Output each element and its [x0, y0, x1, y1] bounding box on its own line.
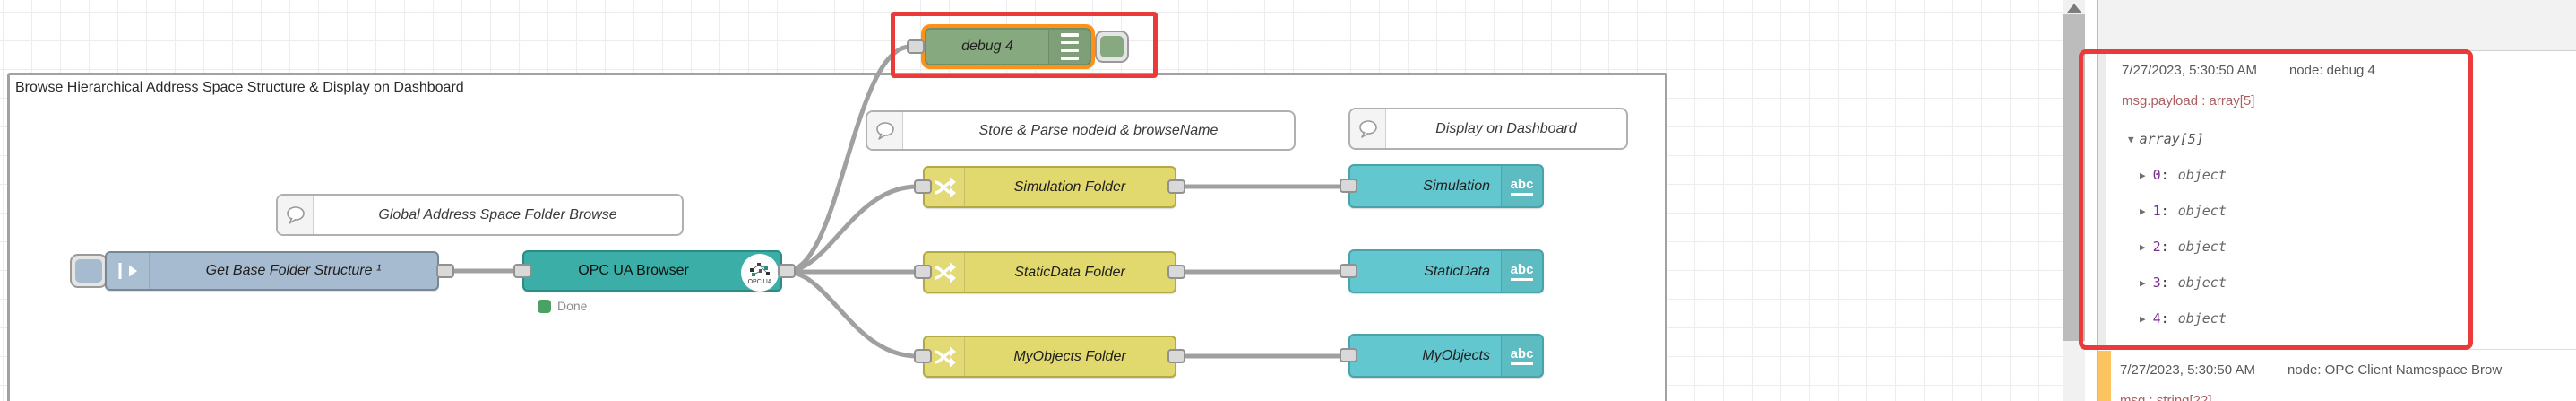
scrollbar-up-arrow[interactable] [2067, 4, 2081, 13]
opc-ua-icon-caption: OPC UA [747, 278, 772, 285]
wire-layer [443, 44, 1347, 359]
comment-label: Display on Dashboard [1435, 120, 1577, 136]
text-input-port[interactable] [1340, 179, 1357, 193]
debug-message-source-node: node: debug 4 [2288, 63, 2375, 78]
opc-ua-browser-node[interactable]: OPC UA Browser OPC UA [522, 250, 782, 292]
switch-input-port[interactable] [914, 265, 932, 279]
comment-bubble-icon [278, 196, 314, 234]
wire-opc-to-debug[interactable] [784, 44, 913, 274]
debug-message-timestamp: 7/27/2023, 5:30:50 AM [2120, 362, 2255, 378]
debug-message[interactable]: 7/27/2023, 5:30:50 AM node: debug 4 msg.… [2098, 51, 2576, 350]
dashboard-text-node-staticdata[interactable]: StaticData abc [1348, 249, 1544, 293]
opc-ua-browser-label: OPC UA Browser [578, 263, 689, 278]
switch-input-port[interactable] [914, 179, 932, 194]
inject-node[interactable]: Get Base Folder Structure ¹ [105, 251, 439, 291]
dashboard-text-label: Simulation [1423, 178, 1490, 194]
collapsed-triangle-icon[interactable]: ▶ [2140, 313, 2146, 325]
debug-item-value: object [2177, 167, 2227, 183]
debug-sidebar: 7/27/2023, 5:30:50 AM node: debug 4 msg.… [2097, 0, 2576, 401]
debug-message[interactable]: 7/27/2023, 5:30:50 AM node: OPC Client N… [2098, 351, 2576, 401]
abc-text-icon: abc [1501, 166, 1542, 206]
switch-node-myobjects-folder[interactable]: MyObjects Folder [923, 336, 1176, 378]
collapsed-triangle-icon[interactable]: ▶ [2140, 277, 2146, 289]
debug-item-key: 2 [2152, 239, 2161, 255]
group-title: Browse Hierarchical Address Space Struct… [15, 80, 464, 95]
flow-canvas[interactable]: Browse Hierarchical Address Space Struct… [0, 0, 2063, 401]
switch-output-port[interactable] [1167, 179, 1185, 194]
inject-output-port[interactable] [436, 264, 454, 278]
wire-opc-to-myobjects-folder[interactable] [784, 269, 920, 359]
comment-bubble-icon [867, 112, 903, 149]
debug-sidebar-header [2098, 0, 2576, 51]
status-dot-icon [538, 299, 551, 313]
canvas-vertical-scrollbar[interactable] [2063, 0, 2085, 401]
debug-node-label: debug 4 [961, 39, 1013, 54]
collapsed-triangle-icon[interactable]: ▶ [2140, 241, 2146, 253]
debug-item-row[interactable]: ▶0:object [2140, 167, 2227, 183]
debug-item-row[interactable]: ▶1:object [2140, 203, 2227, 219]
opc-output-port[interactable] [778, 264, 796, 278]
debug-toggle-button-fill [1100, 36, 1124, 57]
inject-trigger-button[interactable] [70, 254, 108, 288]
debug-input-port[interactable] [907, 39, 925, 54]
debug-message-topic: msg.payload : array[5] [2122, 93, 2255, 109]
opc-node-status: Done [538, 299, 587, 313]
inject-arrow-icon [107, 253, 150, 289]
dashboard-text-node-simulation[interactable]: Simulation abc [1348, 164, 1544, 208]
inject-node-label: Get Base Folder Structure ¹ [205, 263, 382, 278]
debug-node[interactable]: debug 4 [925, 28, 1091, 65]
comment-node-global-address-space[interactable]: Global Address Space Folder Browse [276, 194, 684, 236]
collapsed-triangle-icon[interactable]: ▶ [2140, 170, 2146, 181]
comment-label: Store & Parse nodeId & browseName [978, 122, 1219, 138]
debug-message-meta: 7/27/2023, 5:30:50 AM node: OPC Client N… [2111, 351, 2576, 379]
annotation-rect-debug-message [2079, 49, 2473, 350]
debug-sidebar-icon [1048, 30, 1090, 64]
debug-toggle-button[interactable] [1095, 31, 1129, 63]
switch-node-staticdata-folder[interactable]: StaticData Folder [923, 251, 1176, 293]
switch-node-label: StaticData Folder [1014, 264, 1125, 280]
abc-text-icon: abc [1501, 336, 1542, 376]
wire-opc-to-simulation-folder[interactable] [784, 184, 920, 274]
debug-item-value: object [2177, 239, 2227, 255]
text-input-port[interactable] [1340, 264, 1357, 278]
comment-node-display-dashboard[interactable]: Display on Dashboard [1348, 108, 1628, 150]
status-text: Done [557, 299, 588, 313]
dashboard-text-label: MyObjects [1422, 347, 1490, 363]
debug-message-source-node: node: OPC Client Namespace Brow [2287, 362, 2503, 378]
switch-input-port[interactable] [914, 349, 932, 363]
debug-item-value: object [2177, 310, 2227, 327]
comment-node-store-parse[interactable]: Store & Parse nodeId & browseName [866, 110, 1296, 151]
annotation-rect-debug-node [891, 12, 1158, 78]
dashboard-text-label: StaticData [1424, 263, 1490, 279]
switch-node-label: Simulation Folder [1013, 179, 1126, 195]
comment-bubble-icon [1350, 109, 1386, 148]
debug-item-row[interactable]: ▶2:object [2140, 239, 2227, 255]
comment-label: Global Address Space Folder Browse [378, 206, 617, 222]
switch-output-port[interactable] [1167, 265, 1185, 279]
debug-item-row[interactable]: ▶3:object [2140, 275, 2227, 291]
text-input-port[interactable] [1340, 348, 1357, 362]
debug-array-root-row[interactable]: ▼ array[5] [2106, 109, 2576, 148]
debug-item-value: object [2177, 203, 2227, 219]
opc-ua-icon: OPC UA [741, 254, 779, 292]
expanded-triangle-icon[interactable]: ▼ [2128, 134, 2134, 145]
debug-item-key: 0 [2152, 167, 2161, 183]
switch-node-simulation-folder[interactable]: Simulation Folder [923, 166, 1176, 208]
debug-item-key: 1 [2152, 203, 2161, 219]
debug-item-key: 3 [2152, 275, 2161, 291]
opc-input-port[interactable] [513, 264, 531, 278]
debug-message-topic: msg : string[22] [2120, 393, 2212, 401]
abc-text-icon: abc [1501, 251, 1542, 292]
debug-message-meta: 7/27/2023, 5:30:50 AM node: debug 4 [2106, 51, 2576, 79]
debug-item-key: 4 [2152, 310, 2161, 327]
inject-trigger-button-fill [75, 259, 102, 283]
switch-node-label: MyObjects Folder [1013, 348, 1126, 364]
debug-item-row[interactable]: ▶4:object [2140, 310, 2227, 327]
switch-output-port[interactable] [1167, 349, 1185, 363]
debug-item-value: object [2177, 275, 2227, 291]
debug-array-root-label: array[5] [2139, 131, 2204, 147]
collapsed-triangle-icon[interactable]: ▶ [2140, 205, 2146, 217]
dashboard-text-node-myobjects[interactable]: MyObjects abc [1348, 334, 1544, 378]
debug-message-timestamp: 7/27/2023, 5:30:50 AM [2122, 63, 2257, 78]
